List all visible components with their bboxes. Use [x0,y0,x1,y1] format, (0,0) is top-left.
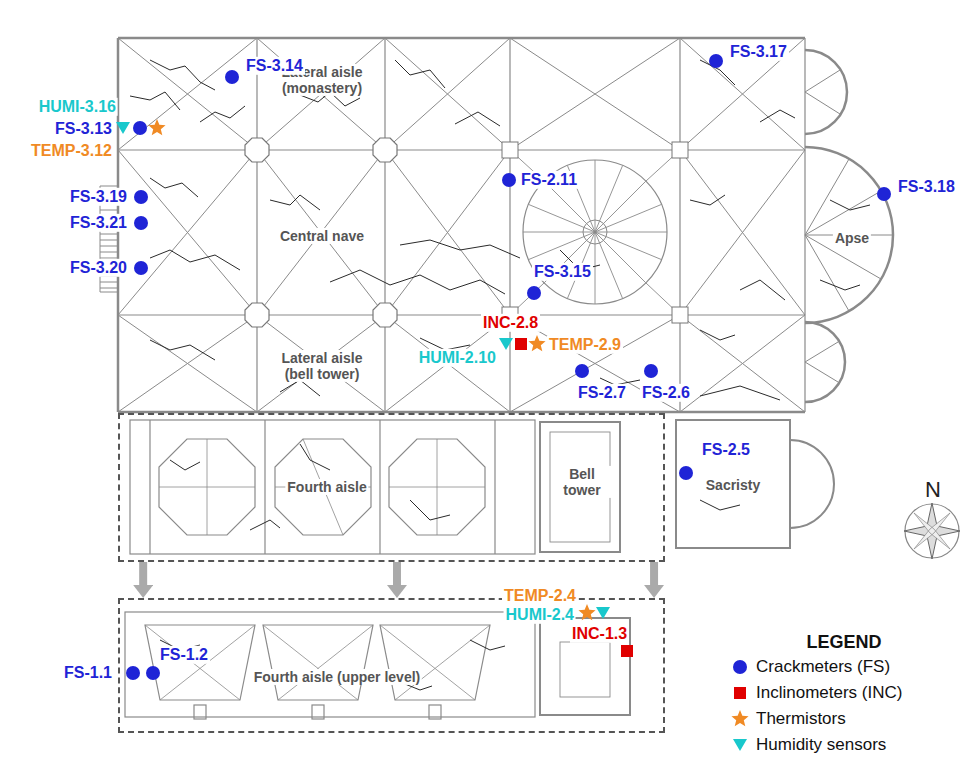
humidity-marker [596,607,610,619]
church-walls [100,38,893,412]
crackmeter-dot [134,261,148,275]
sensor-label: FS-3.15 [532,263,593,281]
sensor-label: FS-1.2 [158,646,210,664]
humidity-marker [499,338,513,350]
sensor-label: FS-2.5 [700,441,752,459]
sensor-label: HUMI-2.4 [504,606,576,624]
sensor-label: HUMI-3.16 [37,98,118,116]
crackmeter-dot [225,70,239,84]
thermistor-marker [578,604,595,620]
sensor-label: FS-3.20 [68,259,129,277]
sensor-label: FS-3.13 [53,120,114,138]
sensor-label: FS-1.1 [62,664,114,682]
region-outline: Fourth aisle Bell tower [118,413,665,562]
crackmeter-dot [134,190,148,204]
crackmeter-dot [126,666,140,680]
crackmeter-dot [679,466,693,480]
crackmeter-dot [709,54,723,68]
room-label: Sacristy [704,477,762,493]
sensor-label: HUMI-2.10 [417,349,498,367]
thermistor-marker [528,335,545,351]
sensor-label: FS-3.14 [244,57,305,75]
crackmeter-dot [133,121,147,135]
legend-symbol [734,687,746,699]
block-arrow [139,562,147,585]
sensor-label: INC-2.8 [481,314,540,332]
sensor-label: TEMP-2.9 [547,336,623,354]
inclinometer-marker [621,645,633,657]
crackmeter-dot [502,173,516,187]
crackmeter-dot [877,187,891,201]
sensor-label: INC-1.3 [570,625,629,643]
crackmeter-dot [644,364,658,378]
thermistor-marker [148,119,165,135]
legend-text: Humidity sensors [756,735,886,755]
sensor-label: FS-3.19 [68,188,129,206]
legend-text: Crackmeters (FS) [756,657,890,677]
room-label: Central nave [278,228,366,244]
legend-symbol [731,710,748,726]
sensor-label: FS-3.17 [728,43,789,61]
room-label: Lateral aisle (bell tower) [270,350,374,382]
sensor-markers [116,54,891,680]
legend-symbol [733,660,747,674]
block-arrow [650,562,658,585]
sensor-label: TEMP-3.12 [29,142,114,160]
cracks [130,60,870,690]
sensor-label: FS-2.11 [519,171,579,189]
legend-text: Inclinometers (INC) [756,683,902,703]
pillars [245,138,688,327]
crackmeter-dot [575,364,589,378]
sensor-label: FS-2.7 [576,384,628,402]
room-label: Fourth aisle (upper level) [252,669,422,685]
humidity-marker [116,122,130,134]
legend-symbols [731,660,748,751]
legend-symbol [733,739,747,751]
sensor-label: FS-2.6 [640,384,692,402]
legend-text: Thermistors [756,709,846,729]
crackmeter-dot [527,286,541,300]
block-arrow [393,562,401,585]
room-label: Apse [833,230,871,246]
region-outline: Fourth aisle (upper level) [118,598,665,733]
room-label: Fourth aisle [285,479,368,495]
sensor-label: FS-3.18 [896,178,957,196]
legend-heading: LEGEND [804,632,883,653]
room-label: Bell tower [552,466,612,498]
compass-label: N [923,477,943,502]
compass-rose [904,503,960,559]
sensor-label: TEMP-2.4 [502,587,578,605]
inclinometer-marker [515,338,527,350]
sensor-label: FS-3.21 [68,214,129,232]
crackmeter-dot [146,666,160,680]
upper-level-plan [125,612,630,719]
crackmeter-dot [134,216,148,230]
fourth-aisle-plan [130,420,834,554]
